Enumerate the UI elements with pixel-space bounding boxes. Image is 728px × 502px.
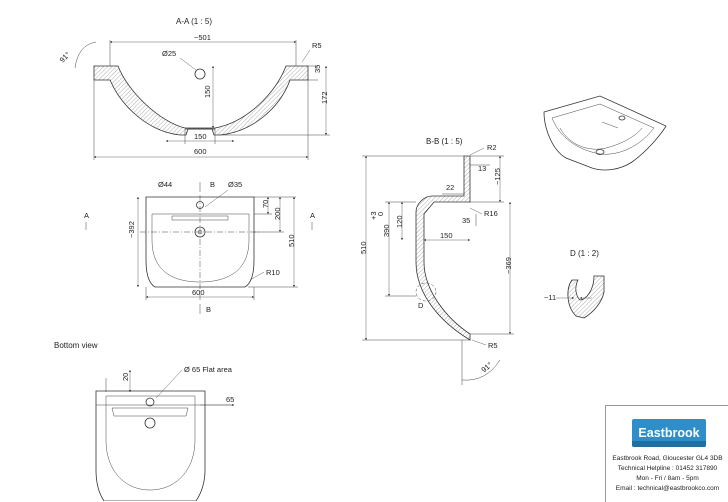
dim-bb-510: 510 <box>359 241 368 254</box>
dim-top-width: ~501 <box>194 33 211 42</box>
dim-rim-35: 35 <box>313 65 322 73</box>
dim-390: 390 <box>382 224 391 237</box>
isometric-basin <box>543 95 667 171</box>
dim-bb-r5: R5 <box>488 341 498 350</box>
dim-detail-11: ~11 <box>544 293 556 302</box>
dim-r16: R16 <box>484 209 498 218</box>
technical-helpline: Technical Helpline : 01452 317890 <box>617 465 718 472</box>
dim-zero: 0 <box>376 212 385 216</box>
dim-bottom-20: 20 <box>121 373 130 381</box>
detail-d: D (1 : 2) ~11 <box>544 249 605 319</box>
iso-waste-icon <box>595 149 605 155</box>
dim-70: 70 <box>261 200 270 208</box>
dim-taphole-35: Ø35 <box>228 180 242 189</box>
dim-510: 510 <box>287 234 296 247</box>
dim-overall-600: 600 <box>194 147 207 156</box>
section-bb-title: B-B (1 : 5) <box>426 137 463 146</box>
detail-marker-d: D <box>418 301 424 310</box>
dim-plus3: +3 <box>369 211 378 220</box>
bottom-view: Bottom view 20 Ø 65 Flat area 65 <box>54 341 234 501</box>
dim-radius-r5: R5 <box>312 41 322 50</box>
dim-22: 22 <box>446 183 454 192</box>
dim-369: ~369 <box>504 257 513 274</box>
section-a-a: A-A (1 : 5) ~501 Ø25 91° R5 35 150 172 <box>58 17 330 160</box>
dim-r10: R10 <box>266 268 280 277</box>
contact-email: Email : technical@eastbrookco.com <box>615 485 720 492</box>
company-address: Eastbrook Road, Gloucester GL4 3DB <box>612 455 723 462</box>
dim-120: 120 <box>395 215 404 228</box>
dim-width-392: ~392 <box>127 221 136 238</box>
dim-depth-172: 172 <box>320 91 329 104</box>
iso-taphole-icon <box>618 115 626 121</box>
section-aa-title: A-A (1 : 5) <box>176 17 212 26</box>
dim-13: 13 <box>478 164 486 173</box>
dim-depth-150: 150 <box>203 85 212 98</box>
section-marker-b-top: B <box>210 180 215 189</box>
bottom-taphole-icon <box>145 397 155 407</box>
section-marker-a-left: A <box>84 211 89 220</box>
bottom-waste-icon <box>144 417 156 429</box>
detail-d-title: D (1 : 2) <box>570 249 599 258</box>
opening-hours: Mon - Fri / 8am - 5pm <box>636 475 699 482</box>
section-marker-b-bottom: B <box>206 305 211 314</box>
dim-125: ~125 <box>493 168 502 185</box>
bottom-view-title: Bottom view <box>54 341 98 350</box>
dim-bottom-150: 150 <box>194 132 207 141</box>
dim-bottom-65: 65 <box>226 395 234 404</box>
section-marker-a-right: A <box>310 211 315 220</box>
dim-r2: R2 <box>487 143 497 152</box>
plan-view: Ø44 B Ø35 A A ~392 70 200 510 R10 <box>84 180 315 314</box>
dim-bb-35: 35 <box>462 216 470 225</box>
dim-hole-diameter: Ø25 <box>162 49 176 58</box>
dim-plan-600: 600 <box>192 288 205 297</box>
section-b-b: B-B (1 : 5) R2 D 13 22 ~125 35 R16 +3 0 … <box>359 137 514 385</box>
dim-bb-150: 150 <box>440 231 453 240</box>
angle-aa: 91° <box>58 50 72 64</box>
brand-logo-wave <box>632 441 706 447</box>
dim-waste-44: Ø44 <box>158 180 172 189</box>
dim-200: 200 <box>273 207 282 220</box>
angle-bb: 91° <box>479 360 493 374</box>
dim-flat-area: Ø 65 Flat area <box>184 365 233 374</box>
